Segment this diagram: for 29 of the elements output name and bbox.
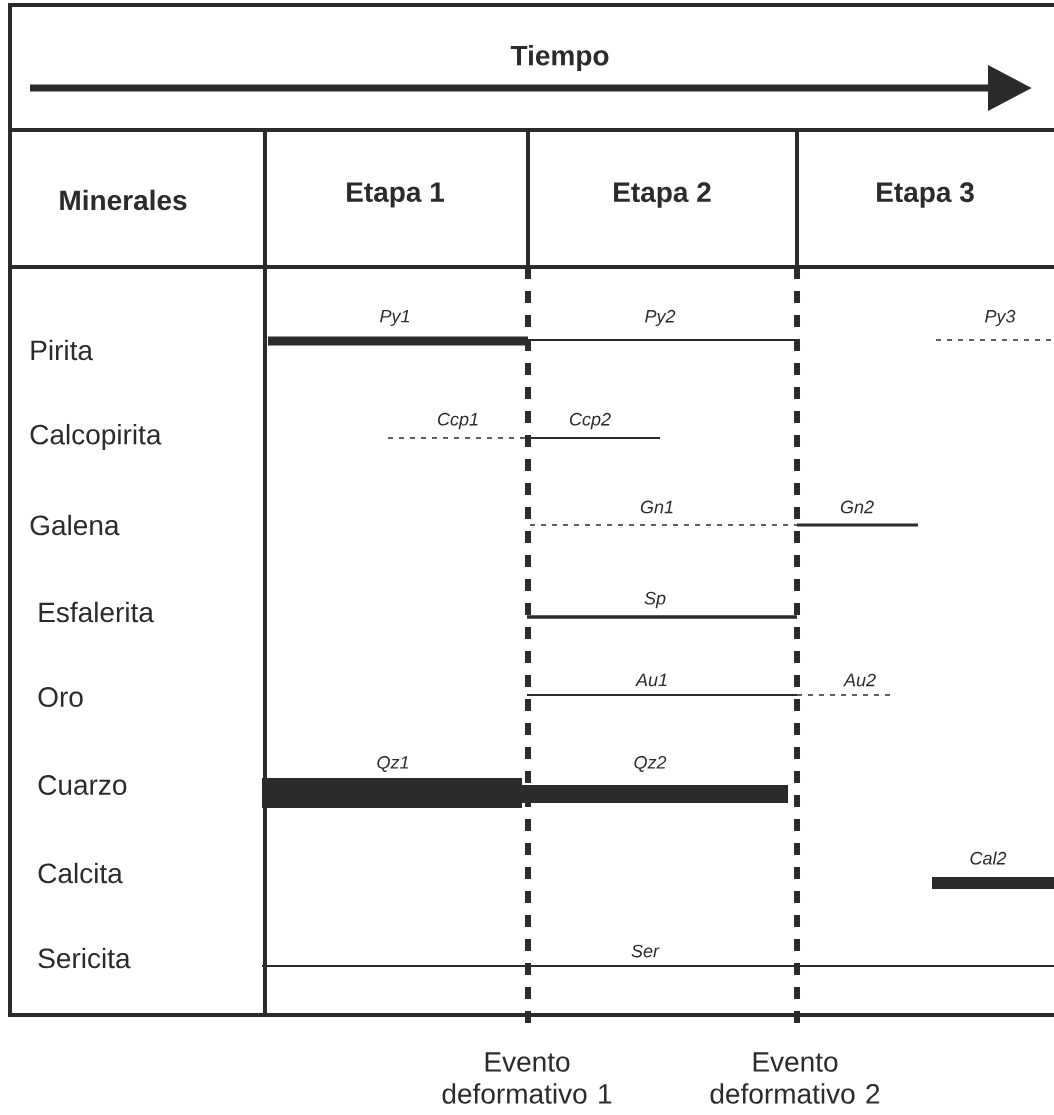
bar-label: Au1 bbox=[635, 673, 667, 687]
bar-label: Sp bbox=[644, 591, 666, 609]
bar-label: Ccp2 bbox=[570, 412, 611, 430]
event-label: Evento deformativo 1 bbox=[442, 1052, 612, 1104]
bar-label: Au2 bbox=[843, 673, 876, 687]
mineral-name: Galena bbox=[30, 514, 120, 536]
column-header: Minerales bbox=[60, 189, 187, 211]
mineral-name: Oro bbox=[38, 687, 83, 707]
mineral-name: Calcita bbox=[38, 862, 123, 884]
column-header: Etapa 3 bbox=[877, 182, 974, 208]
bar-label: Qz2 bbox=[634, 756, 667, 772]
bar-label: Ser bbox=[631, 944, 660, 958]
column-header: Etapa 1 bbox=[347, 182, 444, 208]
mineral-name: Calcopirita bbox=[30, 423, 162, 451]
bar-label: Cal2 bbox=[970, 851, 1007, 865]
bar-label: Py1 bbox=[380, 309, 409, 327]
event-label: Evento deformativo 2 bbox=[710, 1052, 880, 1104]
column-header: Etapa 2 bbox=[614, 182, 711, 208]
bar-label: Gn1 bbox=[640, 500, 673, 514]
mineral-name: Cuarzo bbox=[38, 775, 127, 795]
mineral-name: Pirita bbox=[31, 339, 93, 361]
bar-label: Py3 bbox=[985, 309, 1016, 327]
bar-label: Qz1 bbox=[377, 756, 408, 772]
bar-label: Ccp1 bbox=[438, 412, 478, 430]
mineral-name: Sericita bbox=[38, 947, 131, 969]
bar-label: Gn2 bbox=[840, 500, 874, 514]
mineral-name: Esfalerita bbox=[39, 601, 154, 623]
column-header: Tiempo bbox=[510, 44, 609, 72]
bar-label: Py2 bbox=[645, 309, 676, 327]
